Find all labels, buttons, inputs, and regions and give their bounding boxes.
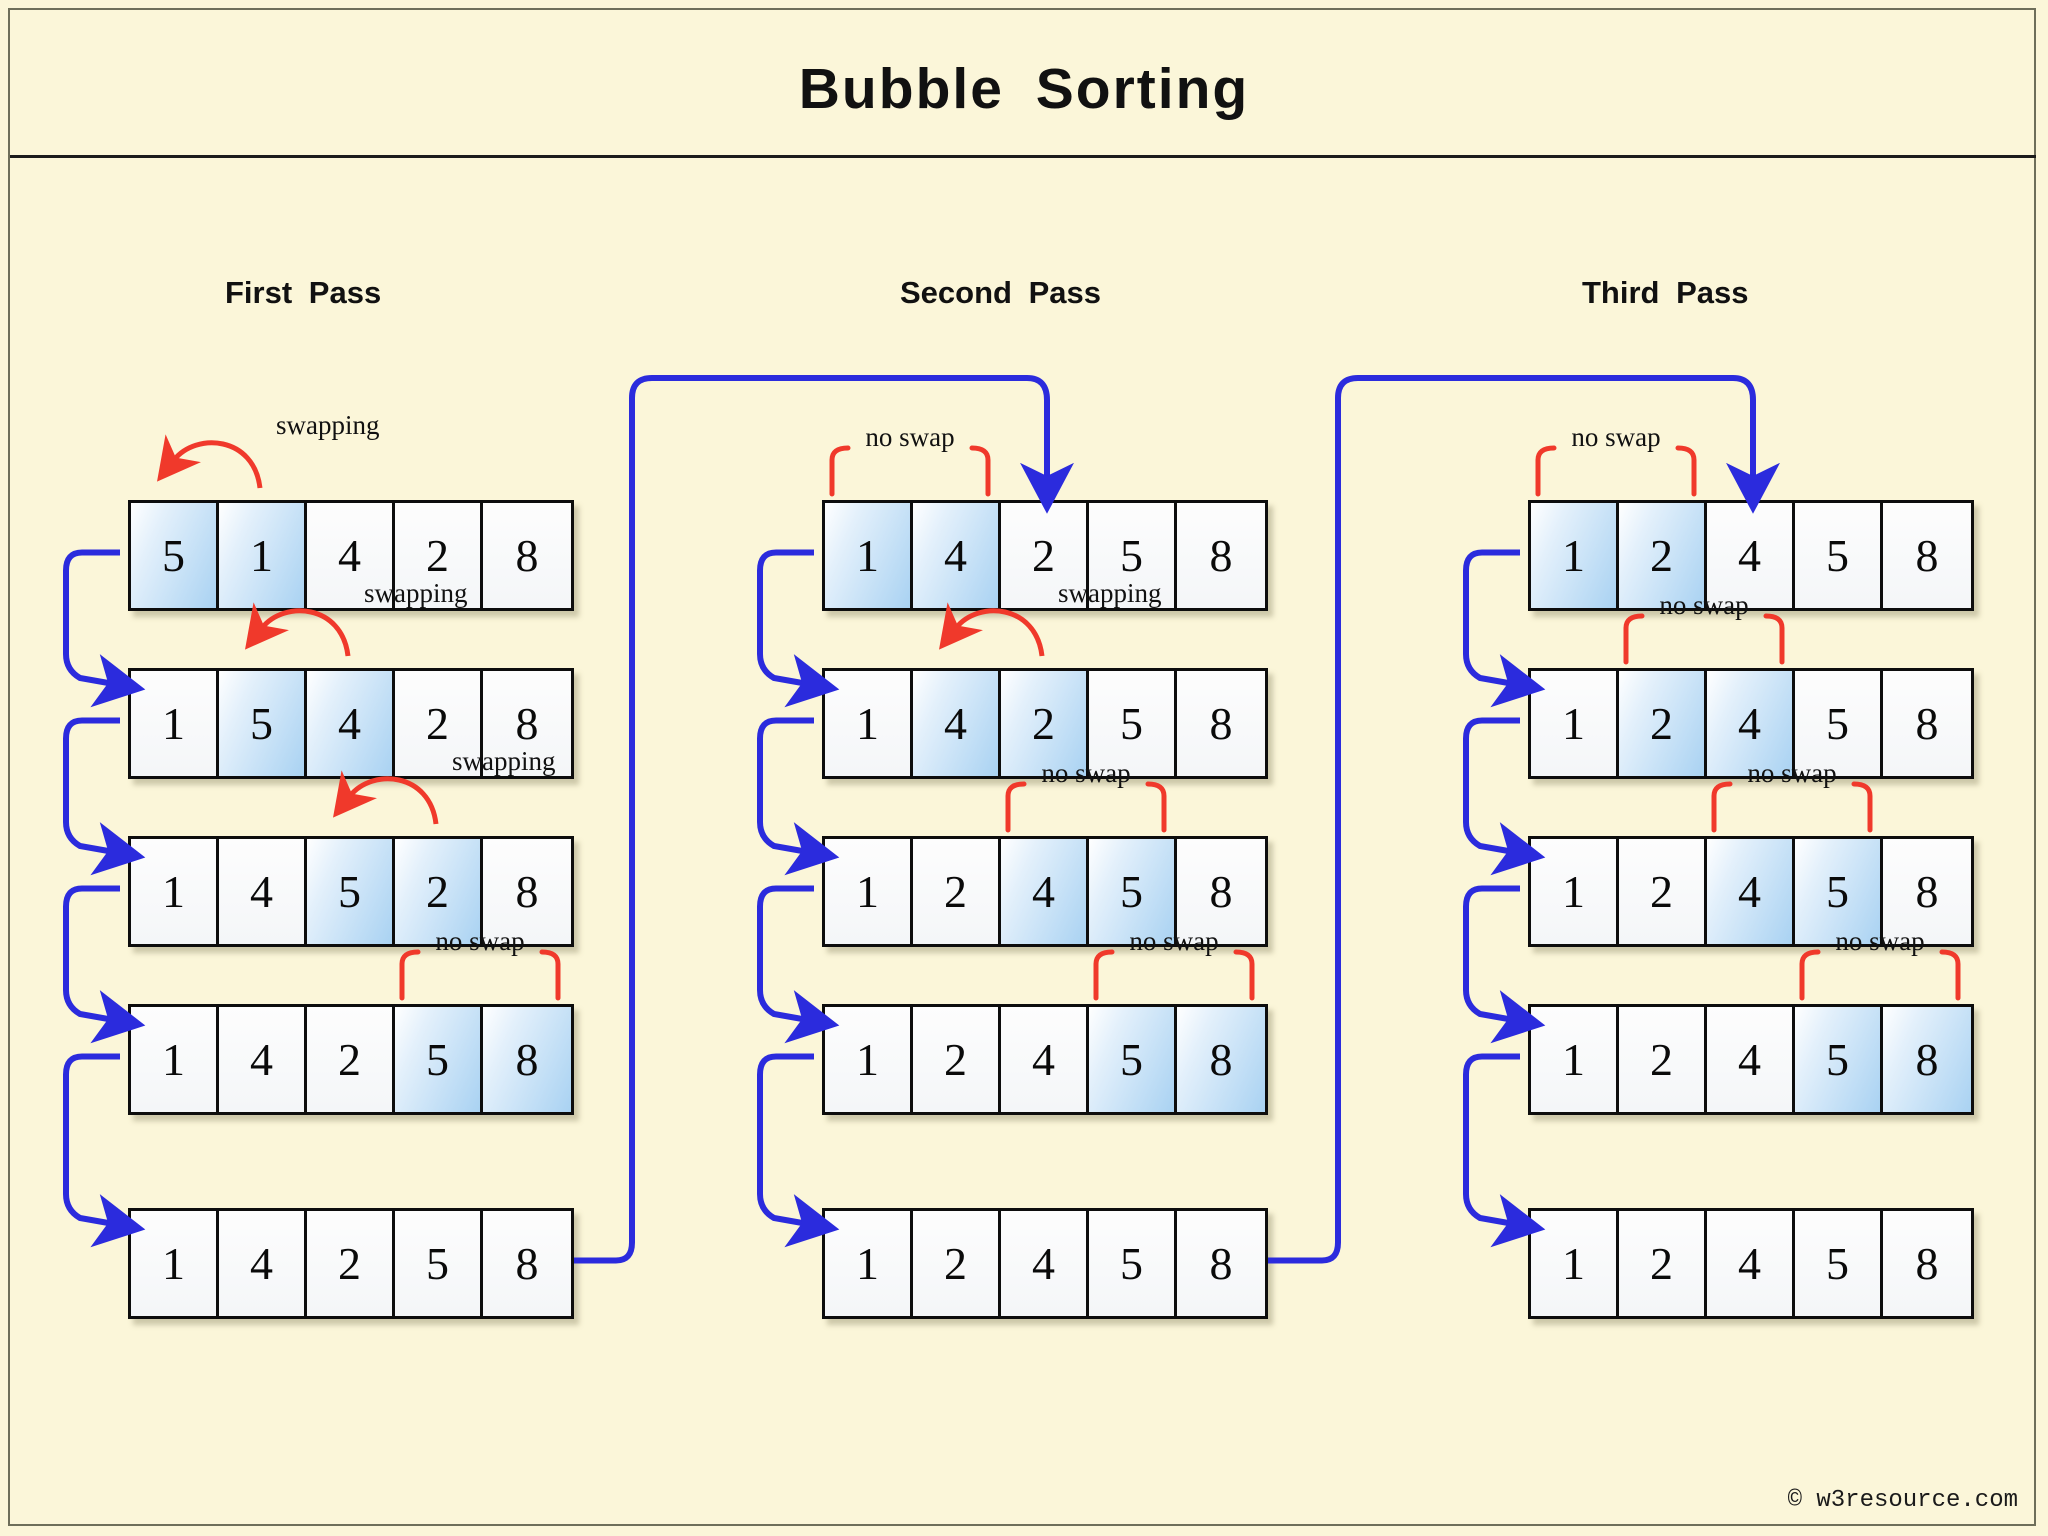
array-cell: 4 (219, 839, 307, 944)
array-cell: 1 (1531, 671, 1619, 776)
array-cell: 2 (913, 1007, 1001, 1112)
array-cell: 8 (483, 839, 571, 944)
array-cell: 5 (1795, 503, 1883, 608)
array-cell: 2 (307, 1211, 395, 1316)
array-cell: 4 (219, 1211, 307, 1316)
array-cell: 5 (1089, 671, 1177, 776)
array-cell: 2 (1619, 671, 1707, 776)
array-cell: 8 (1883, 671, 1971, 776)
array-cell: 1 (825, 503, 913, 608)
array-cell: 1 (1531, 503, 1619, 608)
array-cell: 2 (1619, 1211, 1707, 1316)
array-cell: 1 (825, 671, 913, 776)
array-cell: 5 (1089, 1007, 1177, 1112)
array-cell: 5 (395, 1007, 483, 1112)
array-cell: 2 (913, 1211, 1001, 1316)
array-cell: 8 (483, 671, 571, 776)
array-cell: 8 (483, 1211, 571, 1316)
array-cell: 2 (913, 839, 1001, 944)
array-cell: 8 (1177, 839, 1265, 944)
pass-title-first: First Pass (225, 275, 382, 310)
array-cell: 1 (131, 1211, 219, 1316)
no-swap-label: no swap (1747, 758, 1837, 788)
array-cell: 8 (1177, 1211, 1265, 1316)
pass-title-second: Second Pass (900, 275, 1101, 310)
array-cell: 8 (1883, 839, 1971, 944)
array-cell: 5 (1795, 1211, 1883, 1316)
array-cell: 2 (395, 503, 483, 608)
array-cell: 8 (1177, 671, 1265, 776)
no-swap-label: no swap (865, 422, 955, 452)
no-swap-label: no swap (435, 926, 525, 956)
swapping-label: swapping (276, 410, 380, 440)
array-cell: 1 (131, 1007, 219, 1112)
array-cell: 8 (1883, 503, 1971, 608)
array-cell: 5 (219, 671, 307, 776)
watermark: © w3resource.com (1787, 1487, 2018, 1514)
no-swap-label: no swap (1571, 422, 1661, 452)
array-cell: 5 (1795, 1007, 1883, 1112)
array-cell: 2 (1619, 1007, 1707, 1112)
array-cell: 8 (1177, 503, 1265, 608)
no-swap-label: no swap (1835, 926, 1925, 956)
no-swap-label: no swap (1659, 590, 1749, 620)
array-cell: 4 (219, 1007, 307, 1112)
array-cell: 2 (307, 1007, 395, 1112)
array-cell: 8 (1883, 1007, 1971, 1112)
array-cell: 8 (1177, 1007, 1265, 1112)
array-cell: 5 (395, 1211, 483, 1316)
array-cell: 4 (1707, 839, 1795, 944)
array-cell: 8 (1883, 1211, 1971, 1316)
array-cell: 5 (1089, 839, 1177, 944)
swapping-label: swapping (452, 746, 556, 776)
array-cell: 4 (1707, 1007, 1795, 1112)
array-cell: 4 (913, 503, 1001, 608)
array-cell: 2 (1619, 839, 1707, 944)
array-cell: 2 (395, 839, 483, 944)
array-cell: 1 (131, 839, 219, 944)
array-cell: 4 (913, 671, 1001, 776)
array-cell: 4 (1001, 1211, 1089, 1316)
array-cell: 4 (1707, 1211, 1795, 1316)
no-swap-label: no swap (1129, 926, 1219, 956)
title-divider (10, 155, 2036, 158)
array-cell: 1 (825, 1211, 913, 1316)
array-cell: 1 (825, 839, 913, 944)
array-cell: 4 (307, 671, 395, 776)
array-cell: 1 (219, 503, 307, 608)
array-cell: 5 (1089, 1211, 1177, 1316)
array-cell: 5 (1089, 503, 1177, 608)
array-cell: 8 (483, 503, 571, 608)
array-cell: 1 (1531, 1007, 1619, 1112)
array-cell: 5 (131, 503, 219, 608)
page-title: Bubble Sorting (798, 57, 1250, 121)
array-cell: 4 (1001, 839, 1089, 944)
pass-title-third: Third Pass (1582, 275, 1749, 310)
array-cell: 1 (825, 1007, 913, 1112)
array-cell: 1 (1531, 839, 1619, 944)
array-cell: 1 (131, 671, 219, 776)
array-cell: 4 (307, 503, 395, 608)
array-cell: 5 (1795, 671, 1883, 776)
array-cell: 2 (395, 671, 483, 776)
no-swap-label: no swap (1041, 758, 1131, 788)
array-cell: 5 (307, 839, 395, 944)
array-cell: 1 (1531, 1211, 1619, 1316)
array-cell: 5 (1795, 839, 1883, 944)
array-cell: 4 (1001, 1007, 1089, 1112)
swapping-label: swapping (1058, 578, 1162, 608)
swapping-label: swapping (364, 578, 468, 608)
array-cell: 8 (483, 1007, 571, 1112)
